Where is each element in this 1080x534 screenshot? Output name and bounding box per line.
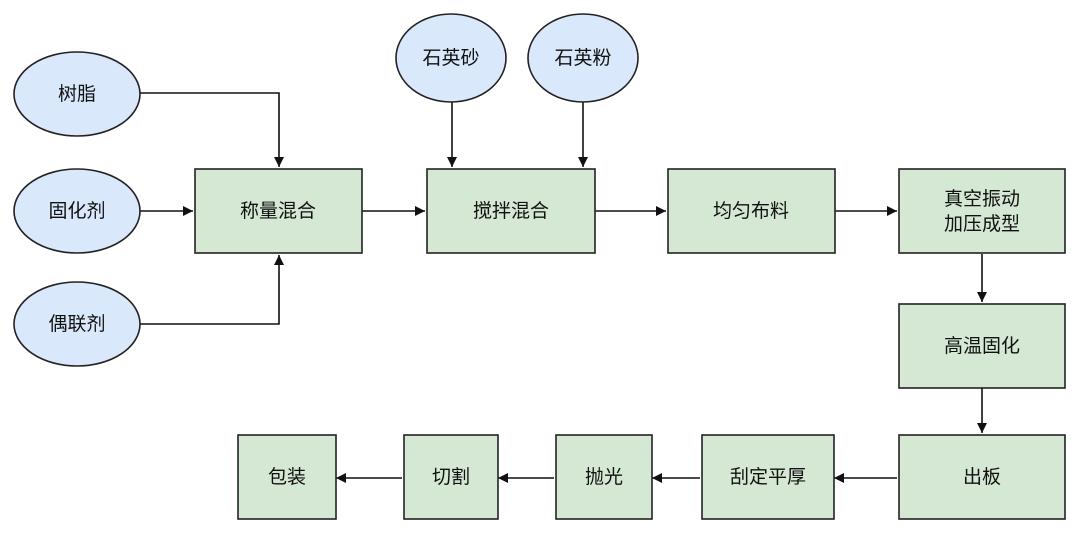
node-quartz-sand: 石英砂 [395, 13, 507, 103]
step-high-temp-cure-label: 高温固化 [944, 335, 1020, 357]
node-curing-agent: 固化剂 [13, 168, 141, 254]
step-scrape-thickness-label: 刮定平厚 [730, 466, 806, 488]
step-vacuum-line1-label: 真空振动 [944, 188, 1020, 210]
step-scrape-thickness: 刮定平厚 [701, 434, 835, 520]
step-stir-mix: 搅拌混合 [426, 168, 596, 254]
node-resin: 树脂 [13, 51, 141, 137]
step-weigh-mix: 称量混合 [194, 168, 363, 254]
step-polish-label: 抛光 [585, 466, 623, 488]
step-polish: 抛光 [555, 434, 653, 520]
edge-coupling-agent-to-weigh-mix [140, 255, 284, 325]
step-release-label: 出板 [963, 466, 1001, 488]
step-cut: 切割 [403, 434, 499, 520]
node-quartz-powder-label: 石英粉 [554, 47, 611, 69]
step-high-temp-cure: 高温固化 [898, 303, 1066, 389]
node-quartz-powder: 石英粉 [527, 13, 639, 103]
step-release: 出板 [898, 434, 1066, 520]
edge-resin-to-weigh-mix [140, 92, 284, 167]
step-package: 包装 [237, 434, 337, 520]
node-coupling-agent: 偶联剂 [13, 281, 141, 367]
flow-connectors [140, 92, 987, 483]
step-package-label: 包装 [268, 466, 306, 488]
step-vacuum-line2-label: 加压成型 [944, 213, 1020, 235]
node-curing-agent-label: 固化剂 [48, 200, 105, 222]
step-even-spread: 均匀布料 [667, 168, 836, 254]
step-even-spread-label: 均匀布料 [713, 200, 789, 222]
step-vacuum-press-forming: 真空振动 加压成型 [898, 168, 1066, 254]
node-coupling-agent-label: 偶联剂 [48, 313, 105, 335]
node-resin-label: 树脂 [58, 83, 96, 105]
node-quartz-sand-label: 石英砂 [422, 47, 479, 69]
step-weigh-mix-label: 称量混合 [240, 200, 316, 222]
step-cut-label: 切割 [432, 466, 470, 488]
step-stir-mix-label: 搅拌混合 [473, 200, 549, 222]
